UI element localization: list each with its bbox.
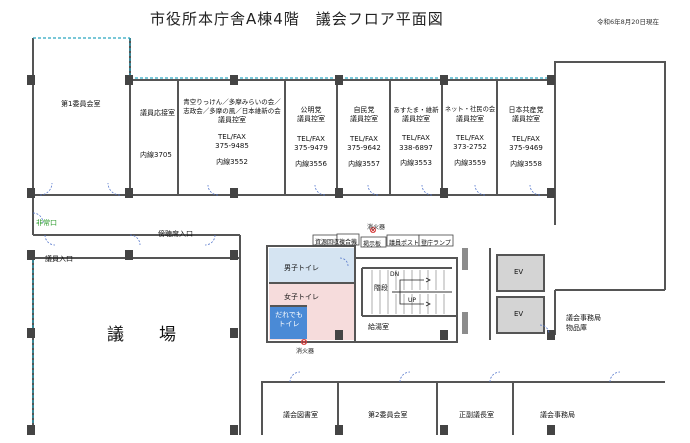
- copier-label: 複合機: [339, 239, 358, 246]
- caucus-name: ネット・社民の会: [444, 106, 496, 113]
- member-post-label: 議員ポスト: [389, 240, 420, 247]
- caucus-tel-number: 338-6897: [399, 143, 433, 152]
- caucus-name: 自民党: [353, 106, 375, 114]
- stairs-up-label: UP: [408, 297, 417, 304]
- stairs-down-label: DN: [390, 271, 400, 278]
- stairs-label: 階段: [374, 284, 388, 292]
- library-label: 議会図書室: [283, 411, 318, 419]
- caucus-room-net: ネット・社民の会 議員控室 TEL/FAX 373-2752 内線3559: [443, 106, 497, 168]
- office-storage-label: 議会事務局 物品庫: [566, 314, 601, 332]
- gallery-entrance-label: 傍聴席入口: [158, 230, 193, 238]
- caucus-sub: 議員控室: [218, 115, 246, 124]
- caucus-sub: 議員控室: [456, 114, 484, 123]
- caucus-sub: 議員控室: [350, 115, 378, 124]
- caucus-room-kaikou: 青空りっけん／多摩みらいの会／志政会／多摩の風／日本維新の会 議員控室 TEL/…: [182, 98, 282, 167]
- member-entrance-label: 議員入口: [45, 255, 73, 263]
- stationery-label: 資源回収: [315, 239, 340, 246]
- caucus-tel-number: 373-2752: [453, 143, 487, 152]
- reception-ext: 内線3705: [140, 151, 172, 159]
- caucus-room-ashita: あすたま・維新 議員控室 TEL/FAX 338-6897 内線3553: [391, 106, 441, 169]
- caucus-name: あすたま・維新: [393, 106, 439, 114]
- emergency-exit-label: 非常口: [36, 219, 57, 227]
- caucus-tel-label: TEL/FAX: [218, 132, 246, 141]
- secretariat-label: 議会事務局: [540, 411, 575, 419]
- caucus-tel-number: 375-9485: [215, 142, 249, 151]
- page-title: 市役所本庁舎A棟4階 議会フロア平面図: [150, 10, 444, 28]
- bulletin-board-label: 掲示板: [363, 241, 382, 248]
- attendance-lamp-label: 登庁ランプ: [421, 240, 451, 247]
- caucus-name: 日本共産党: [508, 106, 544, 114]
- caucus-sub: 議員控室: [512, 115, 540, 124]
- caucus-tel-number: 375-9469: [509, 144, 543, 153]
- ev2-fill: [497, 297, 544, 333]
- caucus-tel-label: TEL/FAX: [297, 134, 325, 143]
- ev1-fill: [497, 255, 544, 291]
- universal-wc-label: だれでも トイレ: [275, 311, 303, 329]
- caucus-tel-number: 375-9642: [347, 144, 381, 153]
- extinguisher-label: 消火器: [367, 224, 386, 231]
- caucus-ext: 内線3558: [510, 159, 542, 168]
- caucus-tel-label: TEL/FAX: [512, 134, 540, 143]
- committee-room-2-label: 第2委員会室: [368, 411, 408, 419]
- caucus-tel-label: TEL/FAX: [402, 134, 430, 143]
- caucus-room-jimin: 自民党 議員控室 TEL/FAX 375-9642 内線3557: [339, 106, 389, 169]
- male-wc-area: [269, 248, 355, 282]
- caucus-room-komei: 公明党 議員控室 TEL/FAX 375-9479 内線3556: [287, 106, 335, 169]
- caucus-tel-number: 375-9479: [294, 144, 328, 153]
- extinguisher-label: 消火器: [296, 348, 315, 355]
- date-stamp: 令和6年8月20日現在: [597, 18, 660, 26]
- elevator-1-label: EV: [514, 268, 524, 276]
- assembly-hall-label: 議 場: [107, 325, 185, 345]
- female-wc-label: 女子トイレ: [284, 293, 319, 301]
- caucus-room-kyosan: 日本共産党 議員控室 TEL/FAX 375-9469 内線3558: [498, 106, 554, 169]
- caucus-name: 青空りっけん／多摩みらいの会／志政会／多摩の風／日本維新の会: [183, 98, 281, 115]
- vice-chair-room-label: 正副議長室: [459, 411, 494, 419]
- caucus-sub: 議員控室: [297, 115, 325, 124]
- caucus-ext: 内線3552: [216, 157, 248, 166]
- male-wc-label: 男子トイレ: [284, 264, 319, 272]
- elevator-2-label: EV: [514, 310, 524, 318]
- caucus-name: 公明党: [300, 106, 322, 114]
- caucus-ext: 内線3557: [348, 159, 380, 168]
- reception-room-label: 議員応接室: [140, 109, 175, 117]
- universal-wc-area: [270, 306, 307, 339]
- caucus-ext: 内線3553: [400, 159, 432, 168]
- committee-room-1-label: 第1委員会室: [61, 100, 101, 108]
- caucus-ext: 内線3559: [454, 158, 486, 167]
- caucus-tel-label: TEL/FAX: [350, 134, 378, 143]
- caucus-tel-label: TEL/FAX: [456, 133, 484, 142]
- caucus-ext: 内線3556: [295, 159, 327, 168]
- caucus-sub: 議員控室: [402, 114, 430, 123]
- kitchen-label: 給湯室: [368, 323, 389, 331]
